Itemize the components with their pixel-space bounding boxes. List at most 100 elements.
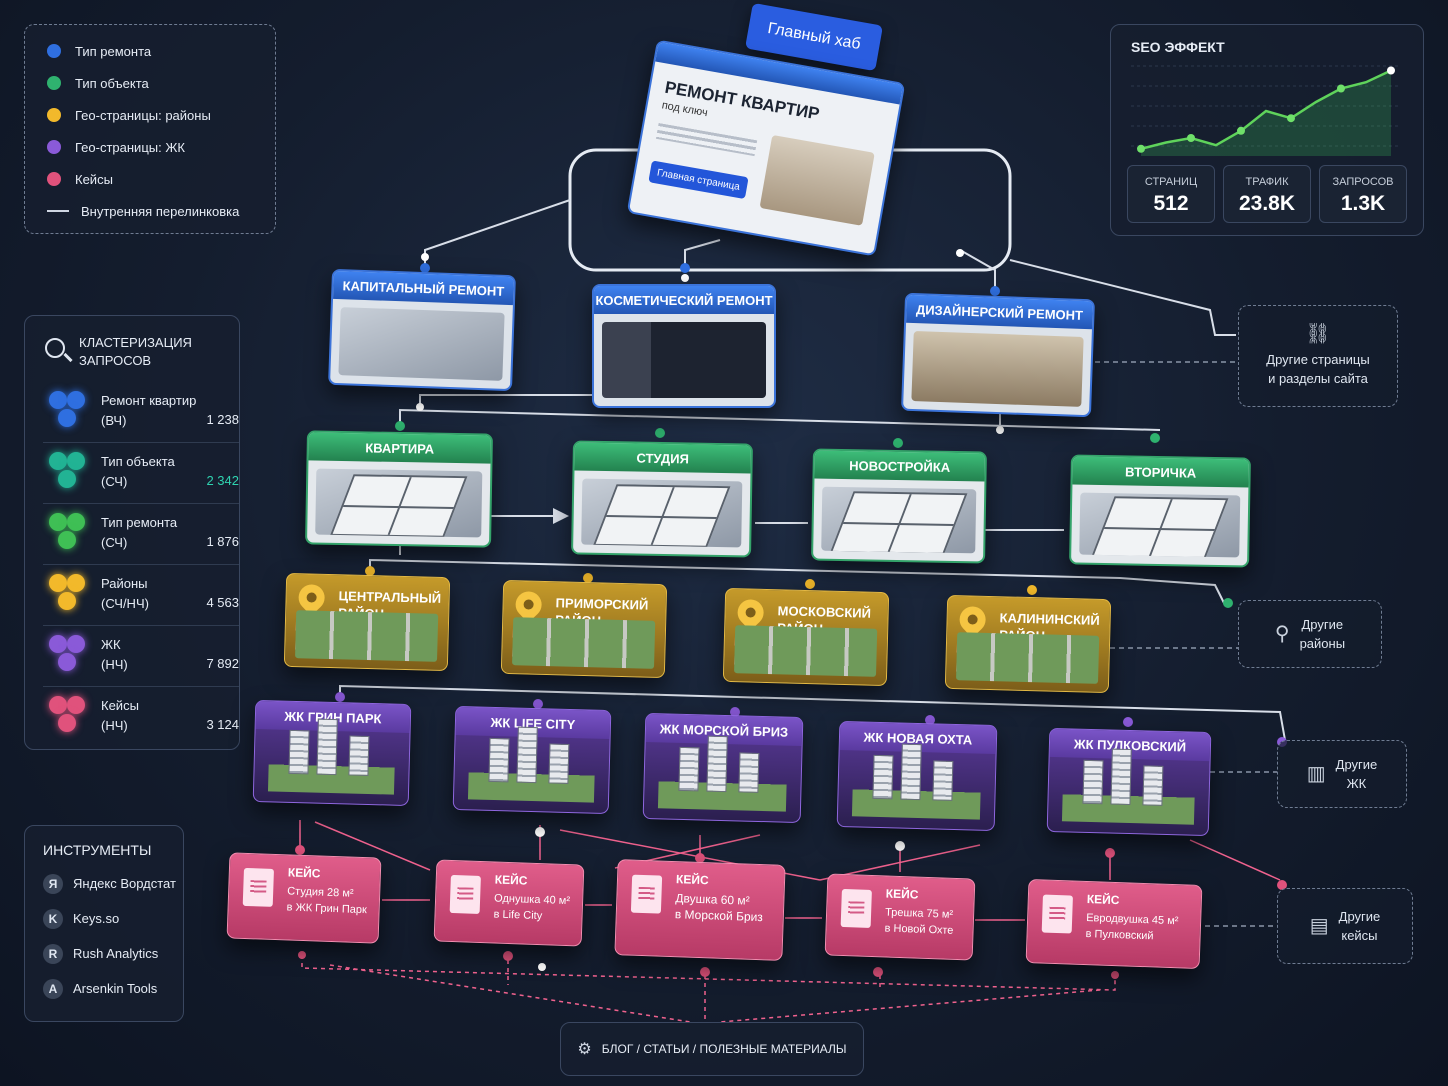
repair-type-card[interactable]: ДИЗАЙНЕРСКИЙ РЕМОНТ [900,292,1096,418]
hub-button[interactable]: Главная страница [648,160,749,200]
tool-item[interactable]: A Arsenkin Tools [43,971,183,1006]
tool-label: Rush Analytics [73,946,159,961]
repair-type-card[interactable]: КАПИТАЛЬНЫЙ РЕМОНТ [328,268,516,392]
case-line-2: в Новой Охте [884,922,954,937]
cluster-hex-icon [43,694,91,738]
legend-dot-purple [47,140,61,154]
cluster-value: 2 342 [206,473,239,488]
cluster-freq: (ВЧ) [101,413,127,428]
interior-illustration [911,331,1084,407]
legend-dot-blue [47,44,61,58]
tool-label: Яндекс Вордстат [73,876,176,891]
cluster-text: Кейсы(НЧ) [101,696,239,736]
building-icon: ▥ [1306,762,1326,785]
case-line-2: в Пулковский [1085,928,1154,943]
district-card[interactable]: МОСКОВСКИЙРАЙОН [722,587,890,687]
district-card[interactable]: ЦЕНТРАЛЬНЫЙРАЙОН [283,572,451,672]
search-icon [45,338,65,358]
object-type-card[interactable]: КВАРТИРА [305,430,493,548]
floorplan-illustration [1079,492,1241,558]
legend-item-object-type: Тип объекта [47,67,275,99]
cluster-divider [43,442,239,443]
seo-trend-line [1140,69,1392,151]
object-type-card[interactable]: ВТОРИЧКА [1069,454,1251,568]
object-type-title: СТУДИЯ [574,442,751,474]
cluster-text: Тип объекта (СЧ) [101,452,239,492]
complex-card[interactable]: ЖК МОРСКОЙ БРИЗ [642,712,804,824]
object-type-card[interactable]: НОВОСТРОЙКА [811,448,987,564]
building-shape [932,760,954,801]
floorplan-illustration [581,478,743,548]
legend-item-repair-type: Тип ремонта [47,35,275,67]
object-type-title: КВАРТИРА [308,432,491,464]
tool-label: Arsenkin Tools [73,981,158,996]
case-title: КЕЙС [675,872,709,888]
legend-line [47,210,69,212]
complex-card[interactable]: ЖК LIFE CITY [452,705,612,815]
floorplan-illustration [315,468,483,538]
case-line-2: в Life City [493,908,543,923]
cluster-name: Районы [101,576,148,591]
cluster-hex-icon [43,389,91,433]
seo-trend-point [1187,134,1195,142]
district-card[interactable]: КАЛИНИНСКИЙРАЙОН [944,594,1112,694]
cluster-item: Тип объекта (СЧ) 2 342 [43,443,239,501]
cluster-freq: (СЧ) [101,474,128,489]
interior-illustration [338,307,505,381]
tool-logo-icon: K [43,908,63,929]
cluster-hex-icon [43,633,91,677]
search-icon-handle [63,352,73,363]
tool-logo-icon: A [43,978,63,999]
other-pages-box[interactable]: ⛓ Другие страницы и разделы сайта [1238,305,1398,407]
repair-type-title: КОСМЕТИЧЕСКИЙ РЕМОНТ [594,286,774,314]
complex-card[interactable]: ЖК ГРИН ПАРК [252,699,412,807]
seo-trend-point [1237,126,1245,135]
complex-card[interactable]: ЖК НОВАЯ ОХТА [836,720,998,832]
blog-box[interactable]: ⚙ БЛОГ / СТАТЬИ / ПОЛЕЗНЫЕ МАТЕРИАЛЫ [560,1022,864,1076]
buildings-illustration [267,718,396,795]
cluster-text: ЖК(НЧ) [101,635,239,675]
cluster-hex-icon [43,572,91,616]
object-type-card[interactable]: СТУДИЯ [571,440,753,558]
document-icon [840,888,872,928]
floorplan-shape [592,484,731,548]
map-pin-icon: ⚲ [1274,622,1290,645]
cluster-divider [43,503,239,504]
building-shape [288,729,310,775]
building-shape [900,743,922,801]
cluster-freq: (СЧ) [101,535,128,550]
legend-item-interlinking: Внутренняя перелинковка [47,195,275,227]
cluster-item: Тип ремонта(СЧ)1 876 [43,504,239,562]
building-shape [316,718,338,776]
legend-item-districts: Гео-страницы: районы [47,99,275,131]
repair-type-card[interactable]: КОСМЕТИЧЕСКИЙ РЕМОНТ [592,284,776,408]
gear-icon: ⚙ [577,1041,592,1058]
district-card[interactable]: ПРИМОРСКИЙРАЙОН [500,579,668,679]
case-title: КЕЙС [287,865,321,881]
cluster-name: Тип ремонта [101,515,178,530]
cluster-name: Тип объекта [101,454,175,469]
case-line-2: в Морской Бриз [674,907,764,925]
complex-card[interactable]: ЖК ПУЛКОВСКИЙ [1046,727,1212,837]
seo-trend-chart [1131,65,1401,156]
building-shape [348,735,370,776]
document-icon [1041,894,1073,934]
